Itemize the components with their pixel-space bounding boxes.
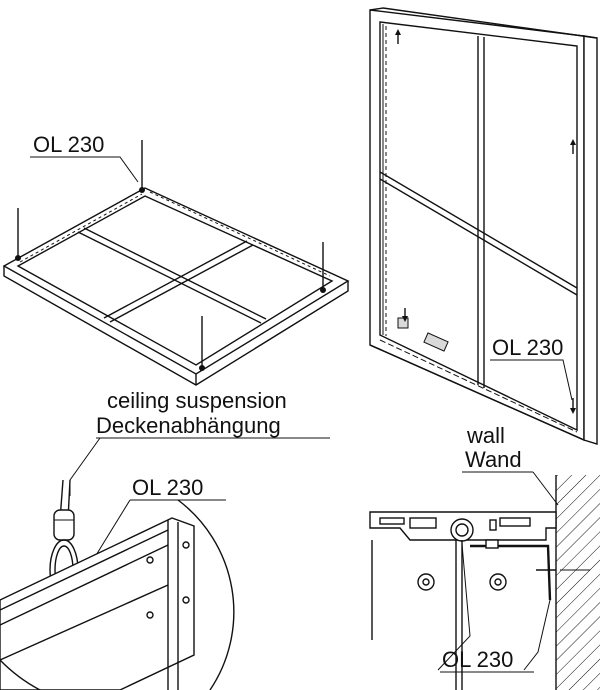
arrow-icon: [570, 398, 576, 414]
arrow-icon: [570, 139, 576, 154]
ol230-label-ceiling-panel: OL 230: [33, 132, 104, 157]
ol230-label-suspension-detail: OL 230: [132, 475, 203, 500]
arrow-icon: [395, 29, 401, 44]
ceiling-suspension-label: ceiling suspension: [107, 388, 287, 413]
arrow-icon: [402, 308, 408, 322]
deckenabhaengung-label: Deckenabhängung: [96, 413, 281, 438]
ceiling-panel-drawing: [2, 140, 350, 386]
ol230-label-wall-section: OL 230: [442, 647, 513, 672]
wall-section-drawing: [369, 475, 600, 690]
wand-label: Wand: [465, 447, 522, 472]
wall-label: wall: [466, 423, 505, 448]
ol230-label-wall-panel: OL 230: [492, 335, 563, 360]
suspension-detail-drawing: [0, 437, 235, 690]
wall-panel-drawing: [369, 7, 598, 445]
